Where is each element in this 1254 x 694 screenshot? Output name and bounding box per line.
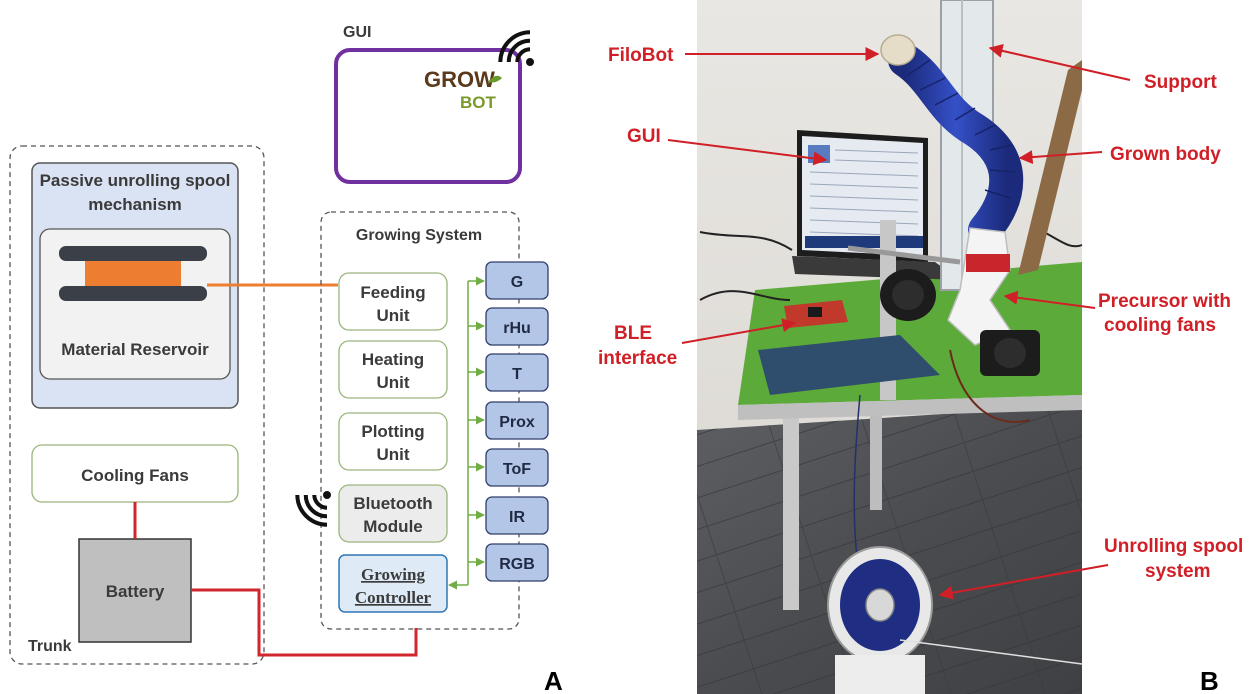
sensor-t: T (485, 353, 549, 392)
material-reservoir-label: Material Reservoir (61, 340, 209, 359)
heating-unit-line2: Unit (376, 373, 409, 392)
bluetooth-module-line1: Bluetooth (353, 494, 432, 513)
label-support: Support (1144, 72, 1217, 93)
growing-controller-line1: Growing (361, 565, 425, 584)
logo-line1: GROW (424, 67, 495, 92)
battery-box (78, 538, 192, 643)
growing-system-box (320, 211, 520, 630)
sensor-rhu-label: rHu (503, 320, 531, 337)
panel-a: GUI GROW BOT Trunk Passive unrolling spo… (9, 24, 563, 694)
growing-controller-line2: Controller (355, 588, 432, 607)
sensor-rgb: RGB (485, 543, 549, 582)
growing-system-title: Growing System (356, 227, 482, 244)
label-ble-line2: interface (598, 348, 677, 369)
trunk-box (9, 145, 265, 665)
sensor-prox-label: Prox (499, 414, 535, 431)
sensor-bus (448, 276, 485, 590)
panel-a-letter: A (544, 666, 563, 694)
wire-battery-controller (191, 588, 418, 657)
label-gui: GUI (627, 126, 661, 147)
plotting-unit: Plotting Unit (338, 412, 448, 471)
label-precursor-line1: Precursor with (1098, 291, 1231, 312)
gui-title: GUI (343, 24, 371, 41)
sensor-prox: Prox (485, 401, 549, 440)
growing-controller: Growing Controller (338, 554, 448, 613)
sensor-tof-label: ToF (503, 461, 531, 478)
sensor-tof: ToF (485, 448, 549, 487)
spool-title-line2: mechanism (88, 195, 182, 214)
sensor-ir-label: IR (509, 509, 525, 526)
wifi-icon (498, 30, 534, 66)
photo (697, 0, 1083, 694)
feeding-unit-line1: Feeding (360, 283, 425, 302)
bluetooth-wifi-icon (295, 491, 331, 527)
label-ble-line1: BLE (614, 323, 652, 344)
label-grown-body: Grown body (1110, 144, 1221, 165)
sensor-g-label: G (511, 274, 523, 291)
spool-title-line1: Passive unrolling spool (40, 171, 231, 190)
logo-line2: BOT (460, 93, 497, 112)
panel-b: FiloBot Support GUI Grown body BLE inter… (598, 0, 1243, 694)
heating-unit: Heating Unit (338, 340, 448, 399)
sensor-t-label: T (512, 366, 522, 383)
label-filobot: FiloBot (608, 45, 674, 66)
bluetooth-module: Bluetooth Module (338, 484, 448, 543)
sensor-ir: IR (485, 496, 549, 535)
spool-icon (59, 246, 207, 301)
cooling-fans-label: Cooling Fans (81, 466, 189, 485)
battery-label: Battery (106, 582, 165, 601)
gui-box (334, 48, 522, 184)
panel-b-letter: B (1200, 666, 1219, 694)
sensor-g: G (485, 261, 549, 300)
bluetooth-module-line2: Module (363, 517, 423, 536)
plotting-unit-line1: Plotting (361, 422, 424, 441)
sensor-rhu: rHu (485, 307, 549, 346)
growbot-logo: GROW BOT (424, 67, 502, 112)
sensor-rgb-label: RGB (499, 556, 535, 573)
label-precursor-line2: cooling fans (1104, 315, 1216, 336)
label-spool-line2: system (1145, 561, 1211, 582)
heating-unit-line1: Heating (362, 350, 424, 369)
feeding-unit: Feeding Unit (338, 272, 448, 331)
trunk-label: Trunk (28, 638, 72, 655)
plotting-unit-line2: Unit (376, 445, 409, 464)
label-spool-line1: Unrolling spool (1104, 536, 1243, 557)
feeding-unit-line2: Unit (376, 306, 409, 325)
